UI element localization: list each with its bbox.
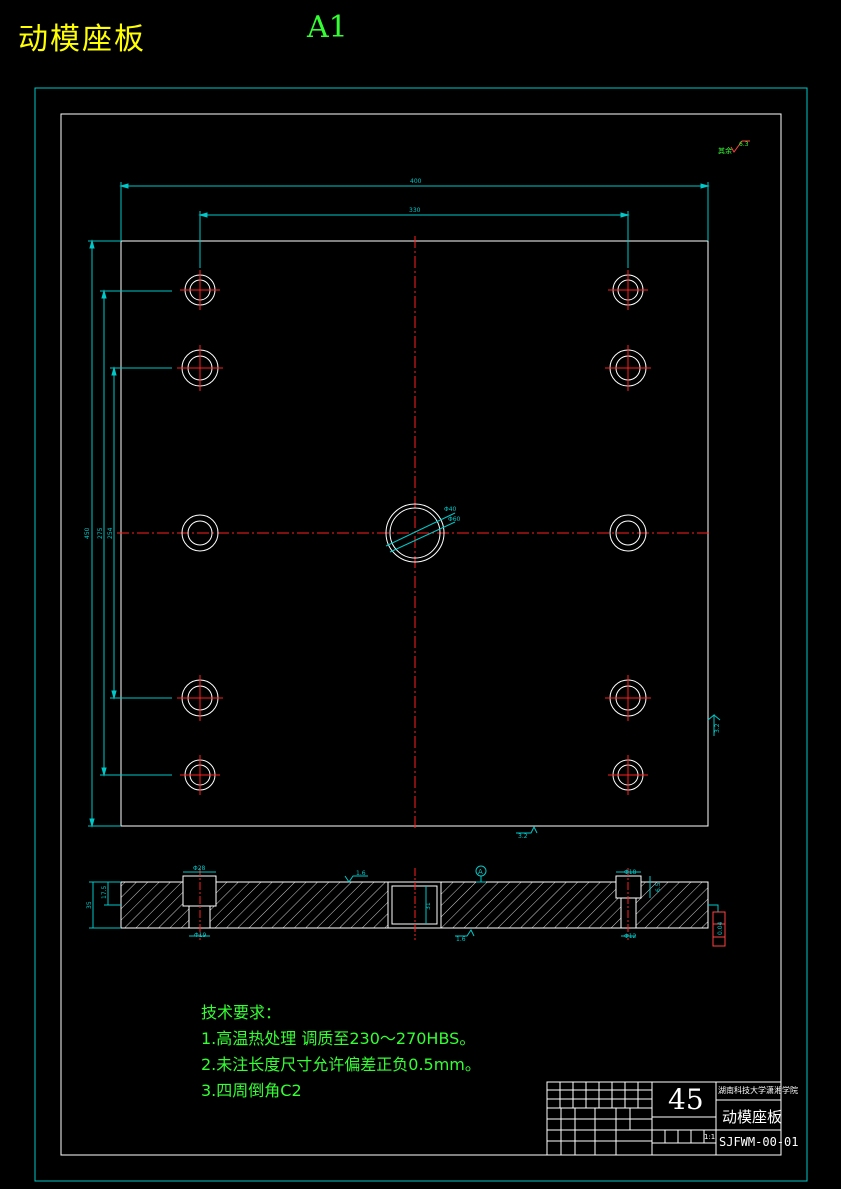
center-bore-leaders — [385, 512, 456, 553]
center-bore — [385, 503, 445, 563]
roughness-section-bottom: 1.6 — [456, 936, 466, 943]
dim-height-254 — [110, 366, 172, 700]
dim-cbore-right: Φ18 — [624, 869, 637, 876]
dim-height-254-text: 254 — [107, 527, 114, 539]
note-item: 3.四周倒角C2 — [201, 1081, 302, 1100]
technical-requirements: 技术要求： 1.高温热处理 调质至230～270HBS。 2.未注长度尺寸允许偏… — [201, 1000, 481, 1104]
dim-section-bore: 31 — [425, 902, 432, 910]
hole-large-mid-right — [609, 514, 647, 552]
dim-height-275-text: 275 — [97, 527, 104, 539]
note-item: 1.高温热处理 调质至230～270HBS。 — [201, 1029, 476, 1048]
roughness-face-right: 3.2 — [714, 723, 721, 733]
roughness-symbol-bottom — [516, 825, 538, 834]
flatness-frame — [708, 904, 726, 947]
roughness-bottom: 3.2 — [518, 833, 528, 840]
roughness-symbol-section-bottom — [455, 929, 475, 937]
note-item: 2.未注长度尺寸允许偏差正负0.5mm。 — [201, 1055, 481, 1074]
dim-width-overall — [119, 182, 710, 241]
dim-hole-left: Φ19 — [194, 932, 207, 939]
dim-dia-center-2: Φ60 — [448, 516, 461, 523]
dim-hole-right: Φ12 — [624, 933, 637, 940]
title-block-drawing-no: SJFWM-00-01 — [719, 1135, 799, 1149]
dim-height-overall-text: 450 — [84, 527, 91, 539]
dim-hole-spacing-text: 330 — [409, 207, 421, 214]
drawing-title: 动模座板 — [18, 22, 146, 57]
title-block-scale: 1:1 — [704, 1133, 716, 1141]
notes-heading: 技术要求： — [201, 1003, 282, 1022]
roughness-section-top: 1.6 — [356, 870, 366, 877]
datum-label: A — [478, 868, 483, 876]
section-dims — [89, 871, 651, 937]
title-block-material: 45 — [668, 1083, 704, 1116]
section-view — [120, 868, 709, 940]
title-block — [546, 1081, 782, 1156]
dim-section-thickness: 35 — [86, 901, 93, 909]
hole-crosshairs — [177, 270, 651, 795]
dim-height-275 — [100, 289, 172, 777]
title-block-part-name: 动模座板 — [722, 1108, 783, 1126]
datum-symbol — [475, 865, 487, 883]
roughness-symbol-top-right: 其余 6.3 — [718, 140, 750, 155]
dim-height-overall — [88, 239, 121, 828]
dim-hole-spacing — [198, 211, 630, 268]
roughness-symbol-section-top — [344, 875, 368, 883]
hole-large-mid-left — [181, 514, 219, 552]
outer-frame — [34, 87, 808, 1182]
dim-dia-center-1: Φ40 — [444, 506, 457, 513]
dim-depth-right: 6.5 — [655, 882, 662, 892]
dim-section-step: 17.5 — [101, 885, 108, 899]
svg-text:其余: 其余 — [718, 146, 732, 155]
title-block-school: 湖南科技大学潇湘学院 — [718, 1086, 798, 1095]
dim-cbore-left: Φ28 — [193, 865, 206, 872]
roughness-symbol-right — [707, 713, 721, 736]
flatness-value: 0.04 — [717, 921, 724, 935]
roughness-top-right: 6.3 — [739, 141, 749, 148]
inner-frame — [60, 113, 782, 1156]
dim-width-overall-text: 400 — [410, 178, 422, 185]
sheet-size-label: A1 — [307, 10, 348, 45]
